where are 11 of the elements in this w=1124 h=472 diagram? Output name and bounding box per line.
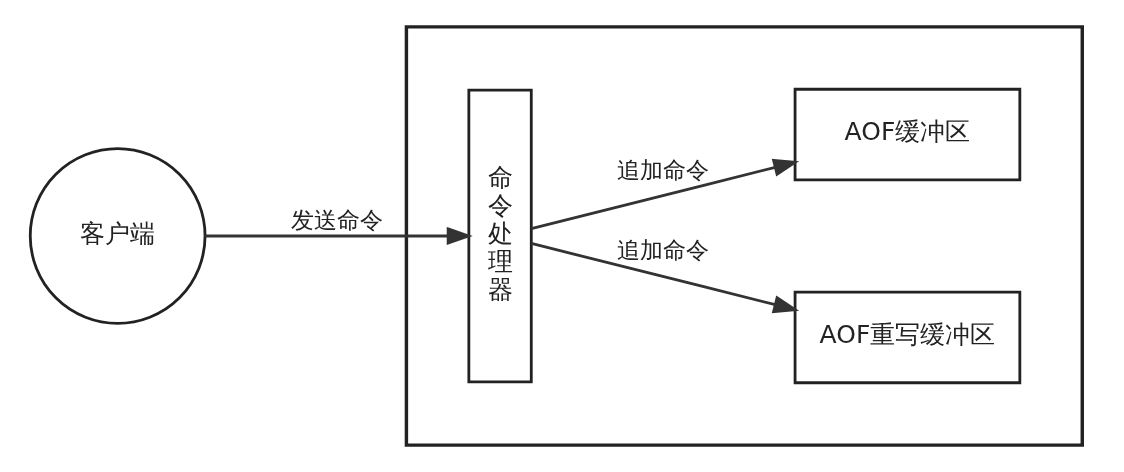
node-box: AOF缓冲区 [793, 87, 1021, 182]
edge-label: 追加命令 [616, 235, 709, 264]
cluster [404, 25, 1084, 447]
node-circle: 客户端 [28, 147, 206, 325]
arrow [530, 158, 799, 230]
node-box: 命令处理器 [466, 88, 533, 384]
edge-label: 追加命令 [616, 156, 709, 185]
edge-label: 发送命令 [290, 206, 383, 235]
node-box: AOF重写缓冲区 [793, 290, 1021, 385]
arrow [204, 226, 473, 246]
arrow [530, 242, 799, 314]
